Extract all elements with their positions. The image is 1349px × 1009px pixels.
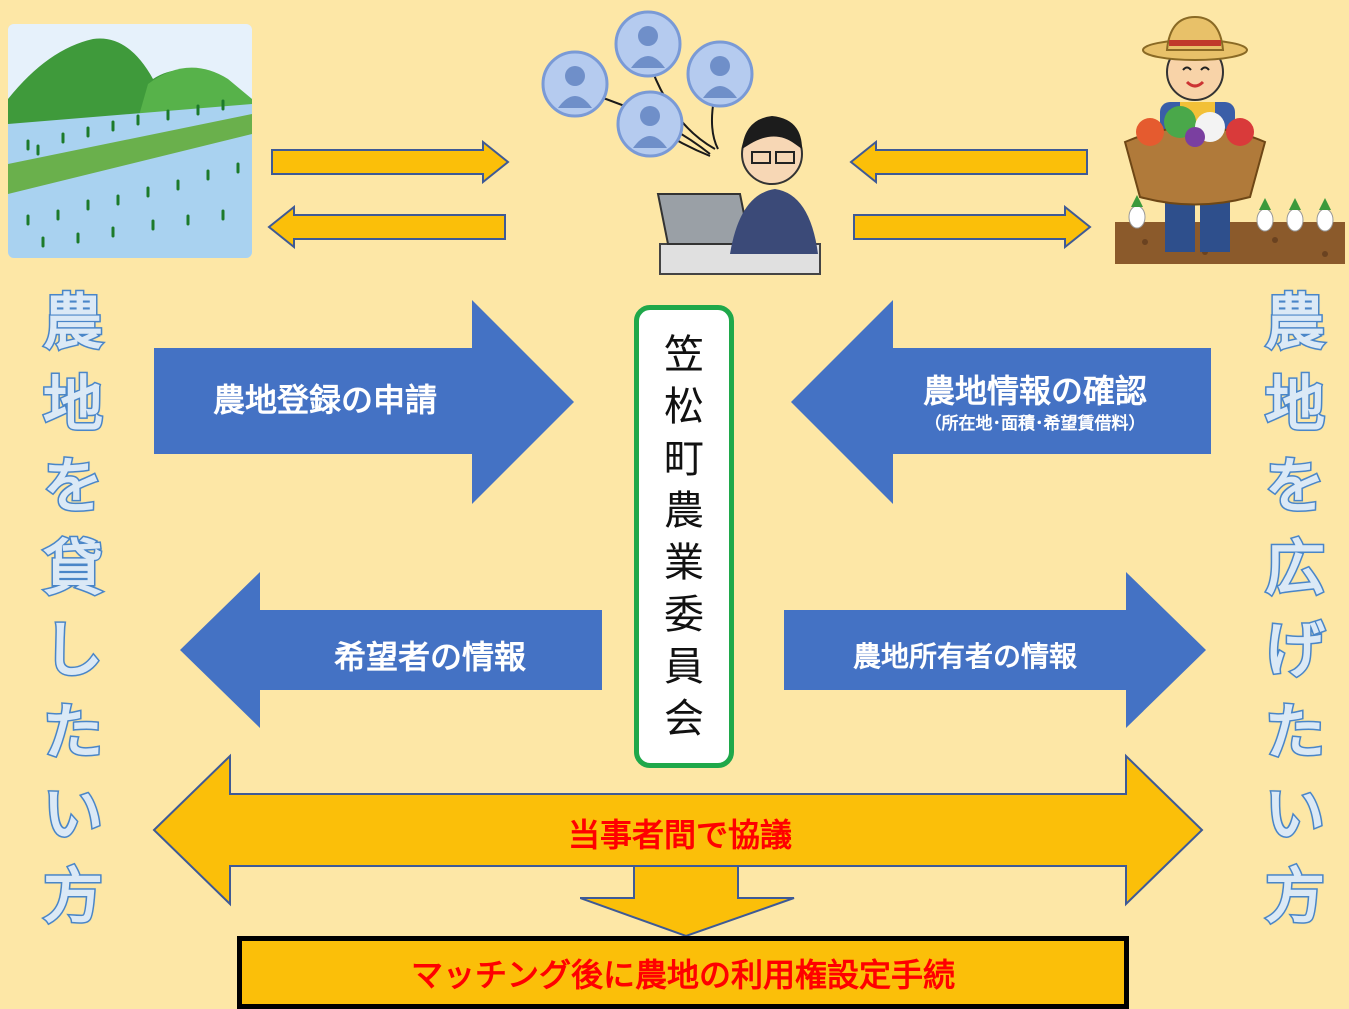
consult-label: 当事者間で協議 (567, 816, 792, 854)
small-arrow-right-right (853, 205, 1092, 249)
down-arrow (580, 865, 795, 938)
seeker-info-arrow (180, 572, 602, 728)
farmer-illustration (1115, 12, 1345, 264)
apply-arrow-label: 農地登録の申請 (212, 381, 437, 419)
right-vertical-label: 農 地 を 広 げ た い 方 (1264, 287, 1327, 934)
consult-double-arrow (152, 753, 1204, 907)
rice-paddy-illustration (8, 24, 252, 258)
final-step-label: マッチング後に農地の利用権設定手続 (410, 955, 955, 994)
confirm-arrow-label: 農地情報の確認 (922, 372, 1147, 410)
small-arrow-left-left (267, 205, 506, 249)
confirm-arrow (791, 300, 1211, 504)
left-vertical-label: 農 地 を 貸 し た い 方 (42, 287, 105, 934)
owner-info-arrow-label: 農地所有者の情報 (852, 640, 1077, 673)
confirm-arrow-sublabel: （所在地･面積･希望賃借料） (924, 414, 1146, 434)
owner-info-arrow (784, 572, 1206, 728)
small-arrow-right-left (271, 140, 510, 184)
final-step-box: マッチング後に農地の利用権設定手続 (237, 936, 1129, 1009)
apply-arrow (154, 300, 574, 504)
official-network-illustration (540, 4, 830, 276)
seeker-info-arrow-label: 希望者の情報 (333, 638, 526, 676)
committee-box: 笠 松 町 農 業 委 員 会 (634, 305, 734, 768)
small-arrow-left-right (849, 140, 1088, 184)
